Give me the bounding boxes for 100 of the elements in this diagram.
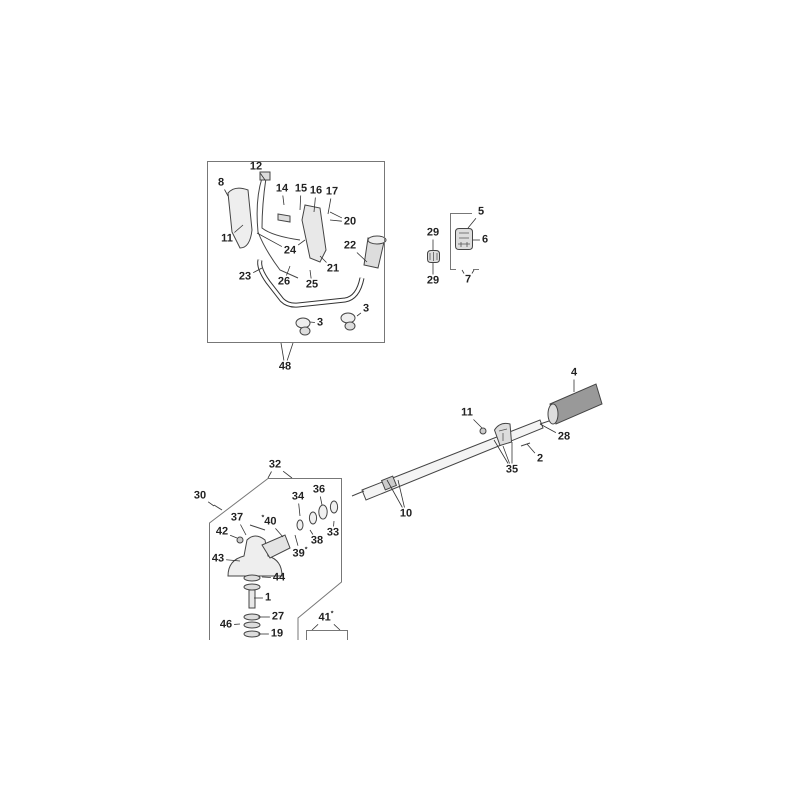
leader-line [526,444,536,454]
callout-number: 23 [238,272,252,282]
callout-number: 5 [476,206,486,218]
leader-line [473,419,482,428]
callout-number: 11 [220,234,234,244]
leader-line [234,624,240,625]
leader-line [494,440,508,464]
callout-number: 20 [342,216,358,228]
callout-number: 30 [192,490,208,502]
callout-number: 17 [324,186,340,198]
leader-line [226,559,240,562]
callout-number: 34 [290,492,306,502]
callout-number: 37 [230,512,244,524]
leader-line [258,616,270,618]
leader-line [275,528,284,538]
leader-line [260,173,266,180]
callout-number: 12 [248,162,264,172]
callout-number: 15 [294,184,308,194]
leader-line [262,576,272,578]
callout-number: 35 [504,464,520,476]
callout-number: 43 [210,554,226,564]
group-frame [306,630,348,640]
group-frame [450,213,480,270]
leader-line [540,424,556,433]
callout-number: 46 [218,620,234,630]
callout-number: 24 [282,246,298,256]
leader-line [314,197,316,212]
callout-number: 1 [264,592,272,604]
leader-line [286,266,290,276]
part-drawing [455,228,473,250]
leader-line [300,195,302,210]
part-drawing [427,250,440,263]
callout-number: 8 [216,178,226,188]
leader-line [356,252,368,262]
callout-number: 41$^{*}$ [318,610,334,624]
leader-line [472,270,474,274]
leader-line [310,270,312,279]
leader-line [310,322,316,323]
callout-number: 14 [274,184,290,194]
group-frame [207,161,385,343]
callout-number: 19 [270,628,284,640]
callout-number: 39$^{*}$ [292,546,308,560]
callout-number: 33 [326,528,340,538]
leader-line [234,224,244,233]
leader-line [356,312,362,316]
leader-line [432,262,434,275]
leader-line [252,268,262,274]
callout-number: 11 [460,408,474,418]
leader-line [286,342,294,361]
callout-number: 6 [480,234,490,246]
callout-number: 42 [214,526,230,538]
leader-line [333,520,334,527]
leader-line [310,530,314,535]
leader-line [294,534,298,546]
leader-line [224,189,228,196]
callout-number: 27 [270,612,286,622]
callout-number: 7 [464,274,472,286]
leader-line [320,496,322,506]
callout-number: 16 [308,186,324,196]
leader-line [330,212,342,218]
callout-number: 32 [268,460,282,470]
callout-number: 28 [556,432,572,442]
callout-number: 22 [342,240,358,252]
part-drawing [494,421,512,446]
leader-line [208,501,214,506]
group-frame [209,478,342,640]
leader-line [398,480,405,508]
callout-number: 3 [362,304,370,314]
leader-line [468,218,476,228]
leader-line [386,480,403,508]
leader-line [256,232,282,247]
leader-line [462,270,464,274]
callout-number: 29 [426,276,440,286]
leader-line [330,220,342,222]
leader-line [240,524,246,536]
leader-line [432,239,434,250]
leader-line [280,342,284,361]
leader-line [230,534,238,538]
leader-line [282,470,292,478]
leader-line [298,503,300,516]
callout-number: 29 [426,228,440,238]
callout-number: 26 [276,276,292,288]
callout-number: 21 [326,264,340,274]
callout-number: $^{*}$40 [260,514,278,528]
leader-line [282,195,284,206]
callout-number: 25 [304,280,320,290]
callout-number: 38 [310,536,324,546]
callout-number: 36 [312,484,326,496]
leader-line [320,256,327,263]
leader-line [268,471,272,478]
leader-line [328,198,332,214]
leader-line [334,624,340,630]
callout-number: 2 [536,454,544,464]
callout-number: 48 [278,362,292,372]
leader-line [312,624,318,630]
leader-line [502,446,510,464]
callout-number: 4 [570,368,578,378]
leader-line [298,240,306,246]
callout-number: 10 [398,508,414,520]
callout-number: 3 [316,318,324,328]
